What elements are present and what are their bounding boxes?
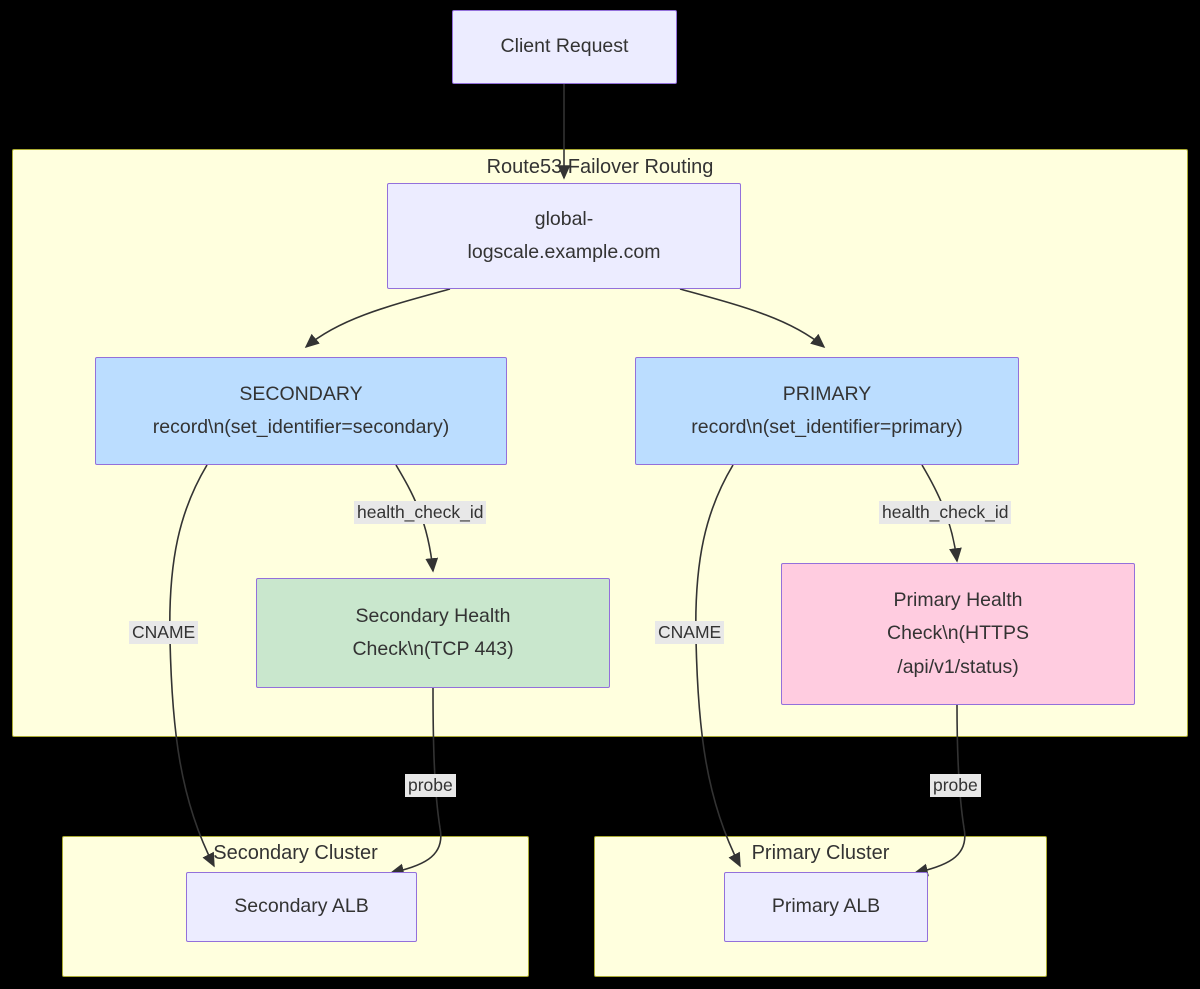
node-primary-health-check-label-line1: Primary Health (893, 589, 1023, 612)
edge-label-primary-probe: probe (930, 774, 981, 797)
cluster-label-primary: Primary Cluster (751, 842, 890, 864)
node-secondary-alb[interactable]: Secondary ALB (186, 872, 417, 942)
node-secondary-health-check[interactable]: Secondary Health Check\n(TCP 443) (256, 578, 610, 688)
node-client-request[interactable]: Client Request (452, 10, 677, 84)
node-secondary-record-label-line2: record\n(set_identifier=secondary) (152, 416, 450, 438)
node-primary-alb-label: Primary ALB (771, 895, 881, 918)
edge-label-secondary-cname: CNAME (129, 621, 199, 644)
node-primary-alb[interactable]: Primary ALB (724, 872, 928, 942)
edge-label-primary-health-check-id: health_check_id (879, 501, 1012, 524)
edge-label-primary-cname: CNAME (655, 621, 725, 644)
edge-primary-probe (913, 704, 966, 877)
cluster-label-secondary: Secondary Cluster (213, 842, 378, 864)
node-domain[interactable]: global- logscale.example.com (387, 183, 741, 289)
node-primary-record-label-line1: PRIMARY (782, 382, 872, 405)
node-secondary-record-label-line1: SECONDARY (239, 382, 363, 405)
node-primary-record-label-line2: record\n(set_identifier=primary) (691, 416, 963, 438)
node-domain-label-line1: global- (534, 207, 594, 230)
edge-domain-to-secondary (304, 288, 451, 349)
edge-secondary-cname (168, 464, 215, 868)
node-secondary-health-check-label-line1: Secondary Health (355, 604, 511, 627)
edge-primary-cname (694, 464, 741, 868)
cluster-label-route53: Route53 Failover Routing (486, 156, 714, 178)
node-primary-record[interactable]: PRIMARY record\n(set_identifier=primary) (635, 357, 1019, 465)
node-secondary-record[interactable]: SECONDARY record\n(set_identifier=second… (95, 357, 507, 465)
node-secondary-alb-label: Secondary ALB (234, 895, 369, 918)
edge-domain-to-primary (679, 288, 826, 349)
node-secondary-health-check-label-line2: Check\n(TCP 443) (352, 638, 514, 660)
node-primary-health-check-label-line3: /api/v1/status) (897, 655, 1019, 678)
node-primary-health-check-label-line2: Check\n(HTTPS (887, 622, 1029, 645)
node-primary-health-check[interactable]: Primary Health Check\n(HTTPS /api/v1/sta… (781, 563, 1135, 705)
node-client-request-label: Client Request (500, 35, 629, 58)
edge-label-secondary-health-check-id: health_check_id (354, 501, 487, 524)
edge-secondary-probe (389, 687, 442, 877)
edge-label-secondary-probe: probe (405, 774, 456, 797)
node-domain-label-line2: logscale.example.com (467, 241, 661, 263)
